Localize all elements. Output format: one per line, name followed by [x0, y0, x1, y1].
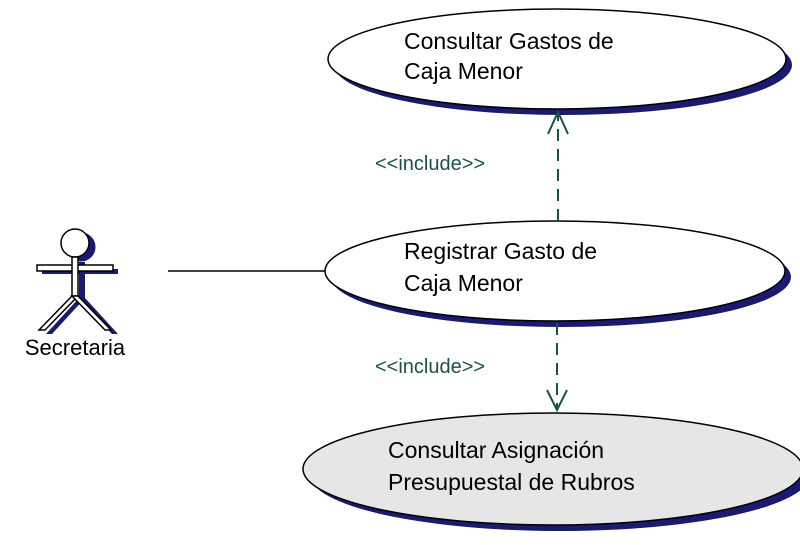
use-case-ellipse: [302, 412, 800, 526]
arrowhead-down-icon: [546, 389, 568, 413]
actor-icon: [36, 228, 118, 334]
use-case-consultar-asignacion[interactable]: Consultar Asignación Presupuestal de Rub…: [302, 412, 800, 531]
use-case-label-line2: Presupuestal de Rubros: [388, 469, 635, 495]
include-label: <<include>>: [375, 356, 485, 378]
use-case-ellipse: [327, 8, 787, 110]
use-case-consultar-gastos[interactable]: Consultar Gastos de Caja Menor: [327, 8, 792, 115]
include-relation-upper[interactable]: <<include>>: [375, 109, 569, 221]
actor-label: Secretaria: [25, 335, 126, 360]
arrowhead-up-icon: [547, 109, 569, 135]
use-case-label-line1: Registrar Gasto de: [404, 238, 597, 264]
use-case-label-line1: Consultar Asignación: [388, 437, 604, 463]
use-case-label-line2: Caja Menor: [404, 58, 523, 84]
actor-secretaria[interactable]: Secretaria: [25, 228, 126, 360]
use-case-ellipse: [324, 220, 786, 322]
include-relation-lower[interactable]: <<include>>: [375, 323, 568, 413]
include-label: <<include>>: [375, 153, 485, 175]
use-case-label-line1: Consultar Gastos de: [404, 28, 614, 54]
use-case-registrar-gasto[interactable]: Registrar Gasto de Caja Menor: [324, 220, 791, 327]
use-case-label-line2: Caja Menor: [404, 270, 523, 296]
